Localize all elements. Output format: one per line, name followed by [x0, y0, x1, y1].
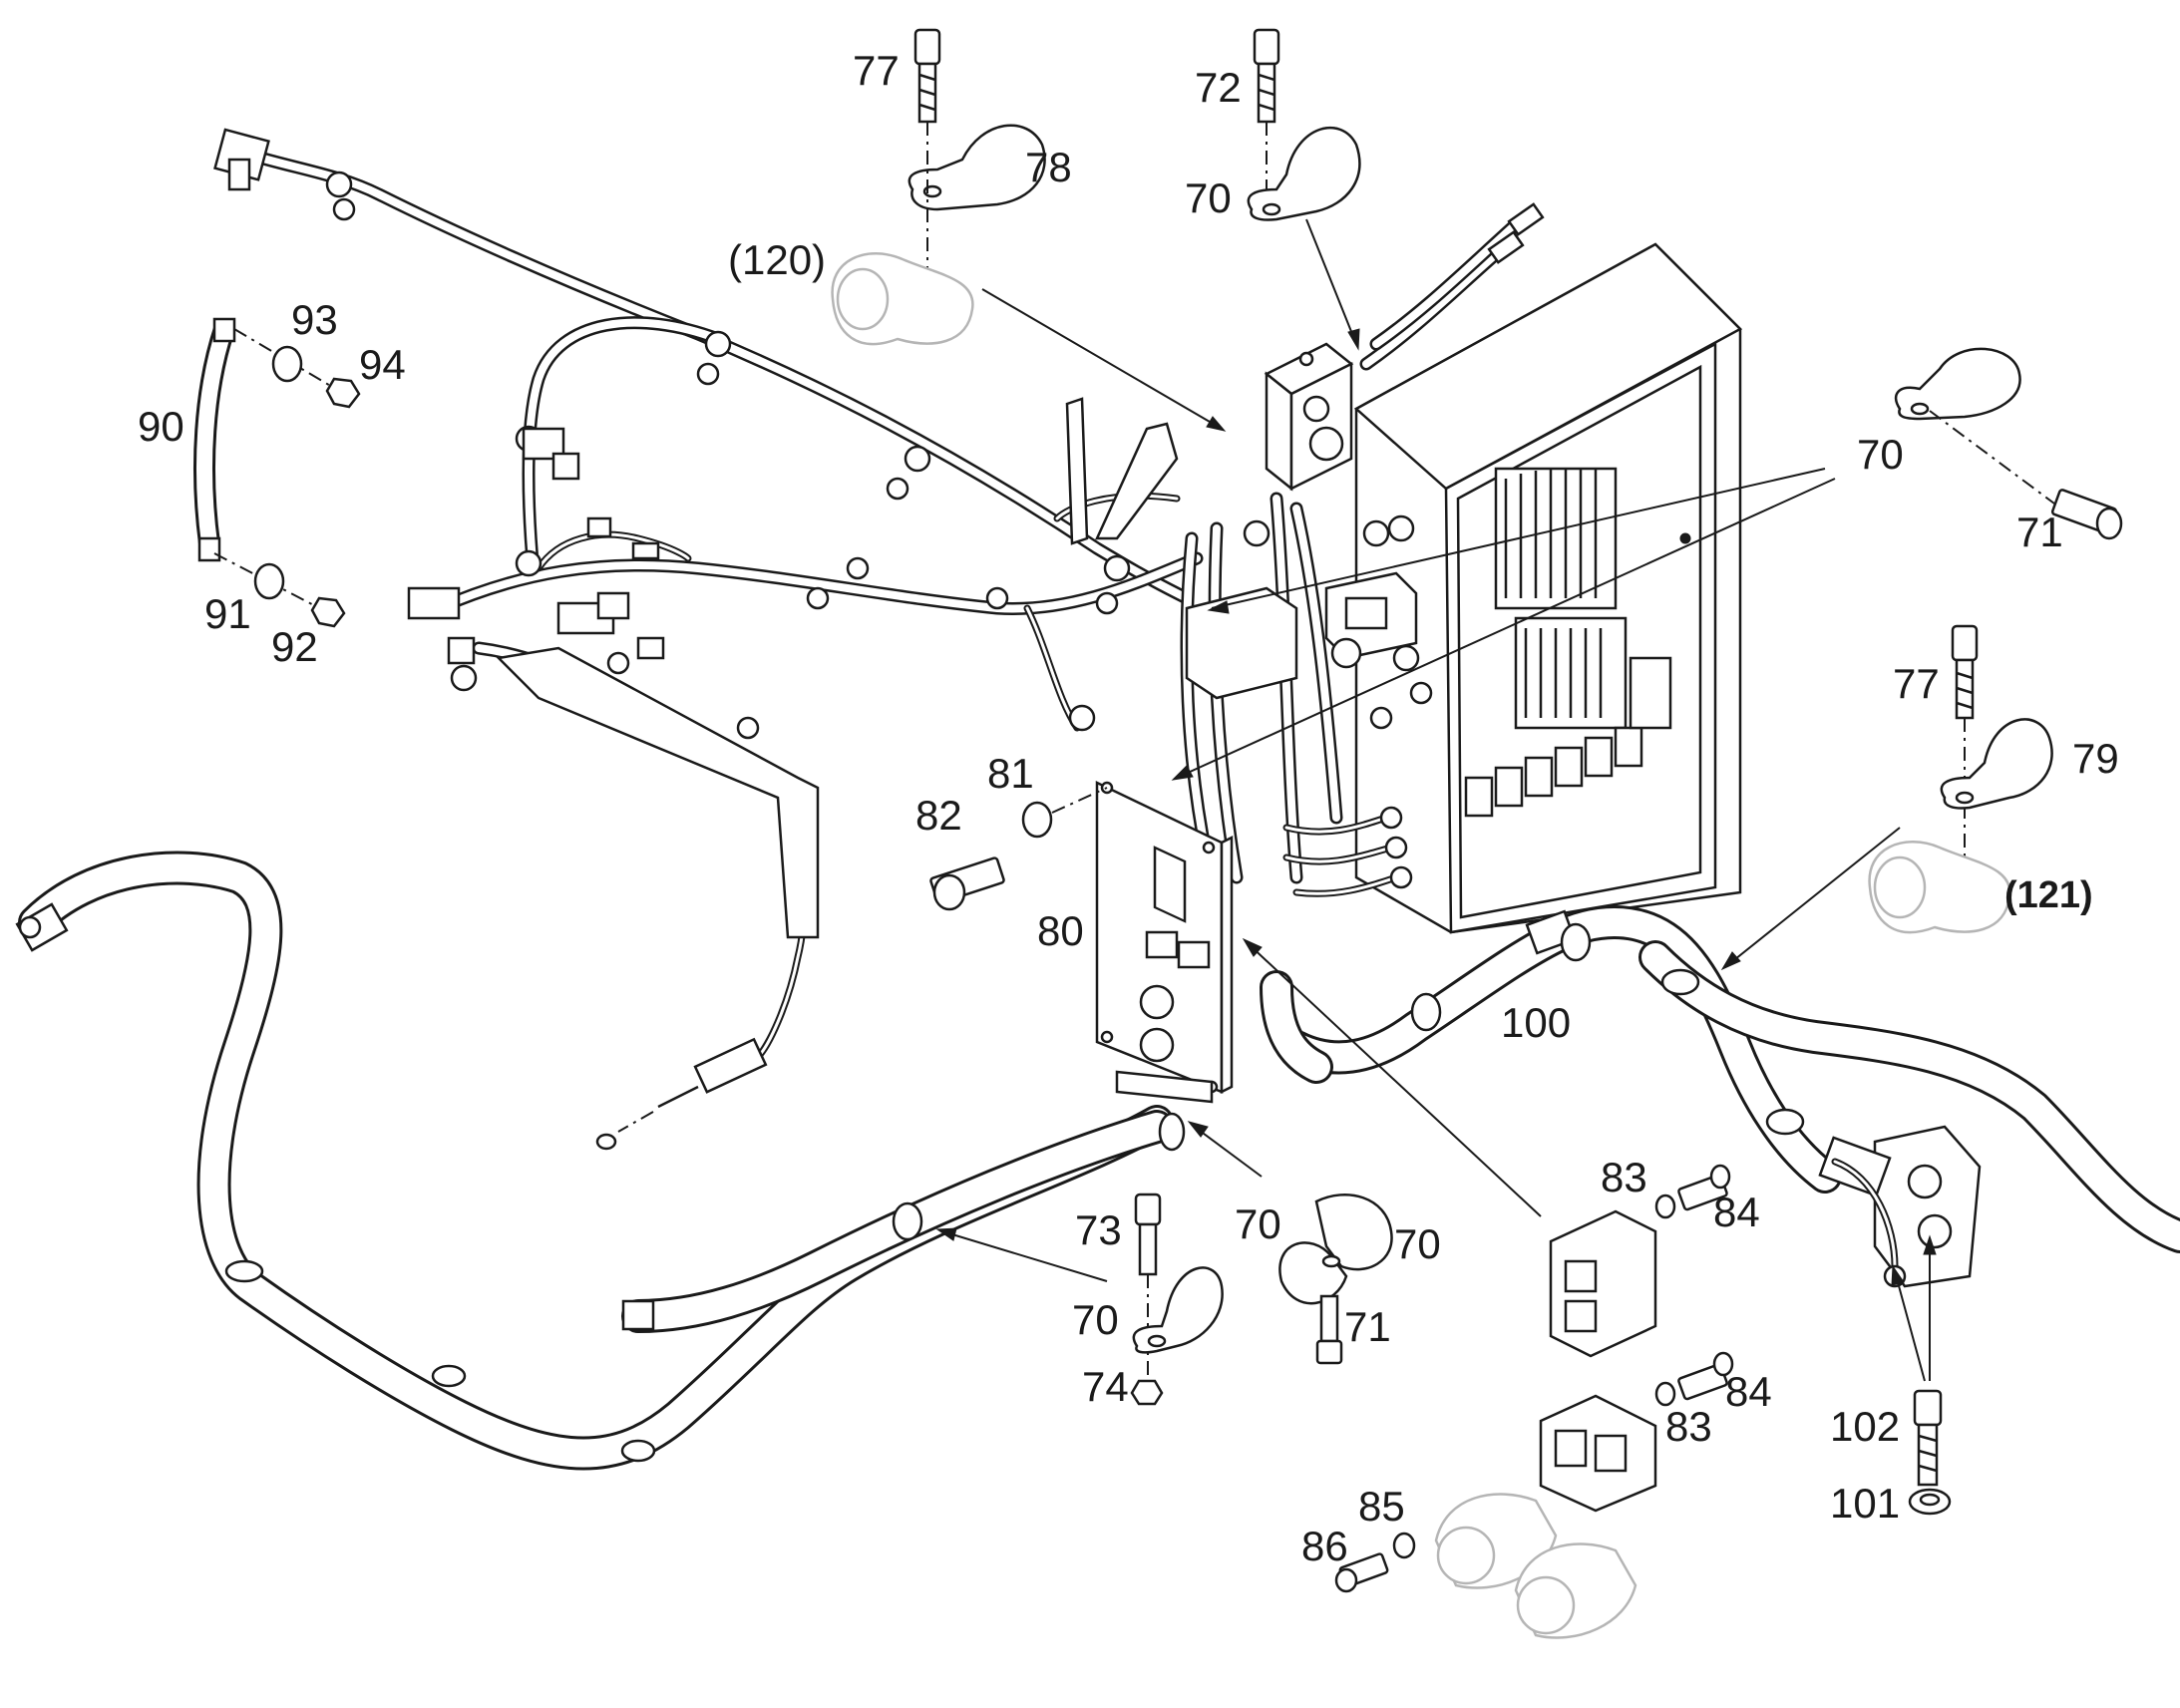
cabinet-cable-bundle [1180, 492, 1433, 897]
callout-83-upper: 83 [1601, 1154, 1647, 1200]
screw-77-top [913, 28, 941, 124]
cabinet-relays [1464, 656, 1672, 818]
nut-74 [1130, 1379, 1164, 1406]
clamp-79 [1940, 718, 2053, 810]
callout-71-lower: 71 [1344, 1303, 1391, 1350]
callout-121: (121) [2004, 874, 2093, 916]
callout-77-right: 77 [1893, 660, 1940, 707]
screw-84-upper [1677, 1164, 1731, 1211]
callout-93: 93 [291, 296, 338, 343]
washer-85 [1392, 1532, 1416, 1559]
washer-93 [271, 345, 303, 383]
callout-102: 102 [1830, 1403, 1900, 1450]
electrical-cabinet [1264, 242, 1743, 934]
screw-82 [929, 856, 1005, 911]
nut-92 [310, 596, 346, 628]
callout-70-top: 70 [1185, 174, 1232, 221]
callout-92: 92 [271, 623, 318, 670]
clamp-78 [908, 124, 1046, 211]
callout-120: (120) [728, 236, 826, 283]
junction-box [1264, 342, 1354, 492]
clamp-70-top [1247, 127, 1361, 221]
twin-clamp-70 [1278, 1194, 1393, 1305]
washer-83-lower [1654, 1381, 1676, 1407]
callout-80: 80 [1037, 907, 1084, 954]
callout-72: 72 [1195, 64, 1242, 111]
leader-lines [935, 218, 1937, 1382]
screw-72 [1253, 28, 1280, 124]
clamp-70-lower [1132, 1266, 1224, 1354]
axis-81 [1051, 787, 1108, 814]
callout-77-top: 77 [853, 47, 900, 94]
washer-101 [1908, 1488, 1952, 1516]
screw-86 [1334, 1552, 1389, 1593]
clamp-121-ghost [1868, 841, 2011, 934]
battery-cables [1359, 202, 1545, 371]
screw-71-right [2050, 489, 2123, 540]
cabinet-heatsink [1494, 467, 1628, 730]
axis-71-right [1929, 410, 2055, 505]
connector-plate [1095, 781, 1234, 1104]
callout-79: 79 [2072, 735, 2119, 782]
ghost-plug-connectors [1434, 1493, 1637, 1639]
callout-84-lower: 84 [1725, 1368, 1772, 1415]
upper-wire-harness [213, 128, 1204, 1061]
multi-pin-connector [1818, 1125, 1982, 1288]
harness-connectors [407, 427, 665, 665]
callout-71-right: 71 [2016, 509, 2063, 555]
screw-77-right [1951, 624, 1979, 720]
callout-85: 85 [1358, 1483, 1405, 1530]
callout-83-lower: 83 [1665, 1403, 1712, 1450]
washer-91 [253, 562, 285, 600]
callout-78: 78 [1025, 144, 1072, 190]
callout-70-twin-right: 70 [1394, 1220, 1441, 1267]
callout-86: 86 [1301, 1523, 1348, 1569]
callout-94: 94 [359, 341, 406, 388]
callout-70-right: 70 [1857, 431, 1904, 478]
callout-70-twin-left: 70 [1235, 1200, 1281, 1247]
connector-module-lower [1539, 1394, 1657, 1513]
clamp-120-ghost [831, 252, 974, 346]
callout-81: 81 [987, 750, 1034, 797]
callout-90: 90 [138, 403, 184, 450]
screw-73 [1134, 1193, 1162, 1276]
callout-100: 100 [1501, 999, 1571, 1046]
callout-91: 91 [204, 590, 251, 637]
callout-84-upper: 84 [1713, 1189, 1760, 1235]
clamp-70-right [1894, 347, 2021, 421]
callout-82: 82 [915, 792, 962, 839]
callout-labels: 77 78 (120) 72 70 93 94 90 91 92 70 71 7… [138, 47, 2119, 1569]
ground-cable-90 [193, 317, 236, 562]
screw-71-lower [1315, 1294, 1343, 1365]
screw-84-lower [1677, 1351, 1734, 1401]
temperature-sensor [595, 1037, 768, 1151]
washer-83-upper [1654, 1194, 1676, 1219]
callout-70-lower: 70 [1072, 1296, 1119, 1343]
washer-81 [1021, 801, 1053, 839]
nut-94 [325, 377, 361, 409]
callout-73: 73 [1075, 1206, 1122, 1253]
screw-102 [1913, 1389, 1943, 1487]
callout-74: 74 [1082, 1363, 1129, 1410]
callout-101: 101 [1830, 1480, 1900, 1527]
lower-hoses [15, 851, 2180, 1471]
connector-module-83 [1549, 1209, 1657, 1358]
